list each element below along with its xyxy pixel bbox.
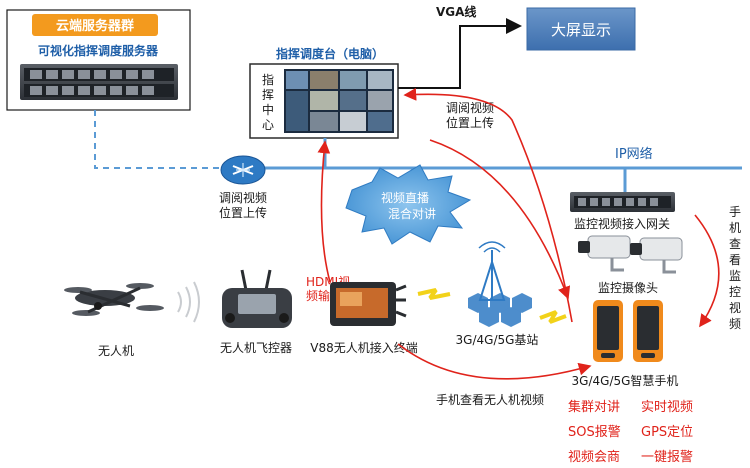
cloud-server-group: 云端服务器群 可视化指挥调度服务器 — [6, 9, 191, 111]
phone-label: 3G/4G/5G智慧手机 — [572, 373, 679, 388]
cloud-group-badge — [32, 14, 158, 36]
feature-item-2: 实时视频 — [641, 400, 693, 415]
signal-waves-icon — [177, 281, 200, 323]
dispatch-monitor: 指 挥 中 心 — [249, 63, 399, 168]
base-station-label: 3G/4G/5G基站 — [456, 333, 539, 347]
cloud-link-dashed — [94, 110, 222, 169]
big-screen-box — [526, 7, 636, 51]
gateway-device-icon — [570, 192, 675, 212]
upload-caption-line1: 调阅视频 — [446, 100, 494, 115]
controller-label: 无人机飞控器 — [220, 341, 292, 355]
live-video-burst — [345, 164, 472, 245]
cloud-group-label: 云端服务器群 — [56, 18, 134, 34]
upload-caption-line2: 位置上传 — [446, 115, 494, 130]
vga-cable — [398, 18, 522, 89]
router-icon — [220, 155, 266, 185]
camera-icon-right — [630, 237, 683, 274]
feature-item-6: 一键报警 — [641, 449, 693, 465]
phone-view-drone-label: 手机查看无人机视频 — [436, 392, 544, 407]
feature-item-1: 集群对讲 — [568, 399, 620, 415]
burst-line1: 视频直播 — [381, 190, 429, 205]
controller-icon — [222, 269, 292, 328]
arrow-gateway-to-phone — [694, 214, 720, 328]
camera-icon-left — [578, 235, 631, 272]
feature-item-5: 视频会商 — [568, 450, 620, 465]
vnote-char-2: 机 — [729, 221, 741, 235]
drone-label: 无人机 — [98, 344, 134, 358]
vnote-char-8: 频 — [729, 317, 741, 331]
vnote-char-6: 控 — [729, 285, 741, 299]
arrow-terminal-to-phone — [397, 343, 592, 380]
red-flow-arrows — [317, 87, 720, 380]
lightning-icon-right — [539, 310, 567, 324]
lightning-icon-left — [417, 288, 451, 300]
dispatch-title: 指挥调度台（电脑） — [276, 46, 384, 61]
v88-terminal-icon — [330, 282, 407, 326]
center-char-1: 指 — [262, 72, 274, 87]
feature-list: 集群对讲 实时视频 SOS报警 GPS定位 视频会商 一键报警 — [568, 399, 693, 465]
burst-line2: 混合对讲 — [388, 206, 436, 221]
vnote-char-1: 手 — [729, 205, 741, 219]
vga-label: VGA线 — [436, 4, 476, 19]
vnote-char-3: 查 — [729, 237, 741, 251]
vnote-char-7: 视 — [729, 300, 741, 315]
ip-network-label: IP网络 — [615, 146, 653, 162]
router-caption-line1: 调阅视频 — [219, 190, 267, 205]
camera-label: 监控摄像头 — [598, 280, 658, 295]
gateway-label: 监控视频接入网关 — [574, 216, 670, 231]
feature-item-4: GPS定位 — [641, 425, 693, 440]
center-char-2: 挥 — [262, 88, 274, 102]
center-char-3: 中 — [262, 102, 274, 117]
smartphone-icon-left — [593, 300, 623, 362]
server-label: 可视化指挥调度服务器 — [38, 43, 159, 58]
router-caption-line2: 位置上传 — [219, 205, 267, 220]
vnote-char-5: 监 — [729, 269, 741, 283]
feature-item-3: SOS报警 — [568, 424, 621, 440]
smartphone-icon-right — [633, 300, 663, 362]
center-char-4: 心 — [262, 118, 274, 132]
base-station-icon — [468, 241, 532, 327]
big-screen-label: 大屏显示 — [551, 21, 611, 39]
rack-server-icon — [20, 64, 178, 100]
vnote-char-4: 看 — [729, 253, 741, 267]
arrow-phone-to-dispatch — [403, 87, 573, 323]
vertical-note: 手 机 查 看 监 控 视 频 — [729, 205, 741, 331]
drone-icon — [64, 283, 164, 316]
arrow-dispatch-to-phone — [429, 139, 571, 300]
arrow-terminal-to-dispatch — [317, 140, 331, 283]
terminal-label: V88无人机接入终端 — [310, 340, 417, 355]
